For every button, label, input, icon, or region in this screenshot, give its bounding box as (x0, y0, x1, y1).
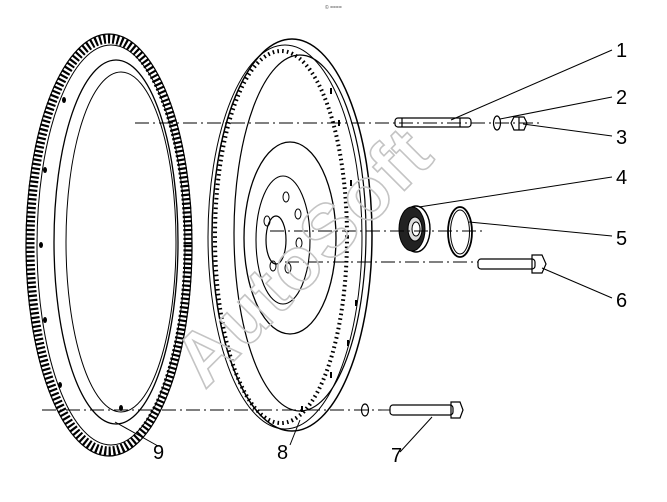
callout-3: 3 (616, 127, 627, 149)
flywheel-hub-inner (255, 175, 311, 305)
ring-gear-inner-face (53, 59, 179, 425)
flywheel-teeth-band (213, 49, 349, 425)
callout-2: 2 (616, 87, 627, 109)
ring-gear-root-edge (36, 44, 186, 446)
callout-7: 7 (391, 445, 402, 467)
flywheel-face (233, 54, 367, 412)
ring-gear-outer-edge (25, 33, 193, 457)
callout-1: 1 (616, 40, 627, 62)
leader-lines (114, 49, 613, 453)
flywheel-hub-boss (243, 141, 337, 335)
long-bolt (477, 254, 547, 274)
ring-gear-bolt-holes (39, 97, 123, 411)
callout-5: 5 (616, 228, 627, 250)
callout-4: 4 (616, 167, 627, 189)
snap-ring (447, 206, 473, 258)
flywheel-outer-rim (211, 38, 373, 432)
callout-labels: 1 2 3 4 5 6 7 8 9 (153, 40, 627, 467)
callout-6: 6 (616, 290, 627, 312)
ring-gear-inner-bore (65, 71, 177, 413)
center-lines (42, 122, 540, 411)
ring-gear (25, 33, 193, 457)
flywheel-hub-bolt-holes (263, 191, 303, 274)
short-bolt (389, 401, 464, 419)
ring-gear-tooth-band (25, 34, 193, 456)
flywheel-rim-back (207, 44, 363, 430)
watermark: AutoSoft (158, 110, 449, 401)
callout-9: 9 (153, 442, 164, 464)
hex-nut (510, 116, 528, 131)
callout-8: 8 (277, 442, 288, 464)
flywheel (207, 38, 373, 432)
pilot-bearing (398, 205, 431, 253)
header-mark: © ==== (325, 4, 342, 11)
dowel-stud (394, 117, 472, 128)
